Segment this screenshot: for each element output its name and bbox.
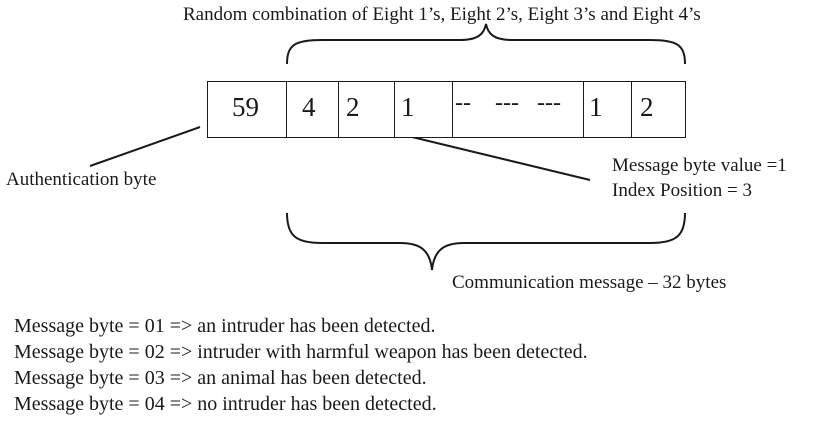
top-brace — [286, 23, 686, 65]
byte-cell: 4 — [286, 81, 339, 138]
random-combination-caption: Random combination of Eight 1’s, Eight 2… — [183, 4, 701, 25]
byte-value: 4 — [302, 92, 316, 122]
byte-value: 1 — [401, 92, 415, 122]
byte-value: 59 — [232, 92, 259, 122]
legend-line: Message byte = 03 => an animal has been … — [14, 367, 427, 389]
byte-cell: 2 — [631, 81, 686, 138]
byte-cell: 2 — [338, 81, 395, 138]
byte-cell-auth: 59 — [207, 81, 287, 138]
message-byte-info: Message byte value =1 Index Position = 3 — [612, 153, 787, 203]
byte-cell: 1 — [583, 81, 632, 138]
bottom-brace — [286, 212, 686, 271]
byte-value: 1 — [589, 92, 603, 122]
authentication-byte-label: Authentication byte — [6, 169, 157, 190]
message-byte-legend: Message byte = 01 => an intruder has bee… — [14, 313, 588, 417]
byte-cell-message: 1 — [394, 81, 453, 138]
auth-pointer-line — [89, 126, 201, 167]
legend-line: Message byte = 01 => an intruder has bee… — [14, 315, 436, 337]
byte-ellipsis: -- --- --- — [455, 90, 561, 116]
legend-line: Message byte = 02 => intruder with harmf… — [14, 341, 588, 363]
legend-line: Message byte = 04 => no intruder has bee… — [14, 393, 437, 415]
communication-message-label: Communication message – 32 bytes — [452, 272, 727, 293]
message-byte-value-text: Message byte value =1 — [612, 155, 787, 176]
index-position-text: Index Position = 3 — [612, 180, 753, 201]
byte-value: 2 — [346, 92, 360, 122]
byte-value: 2 — [640, 92, 654, 122]
message-pointer-line — [411, 136, 591, 181]
byte-cell-ellipsis: -- --- --- — [452, 81, 584, 138]
